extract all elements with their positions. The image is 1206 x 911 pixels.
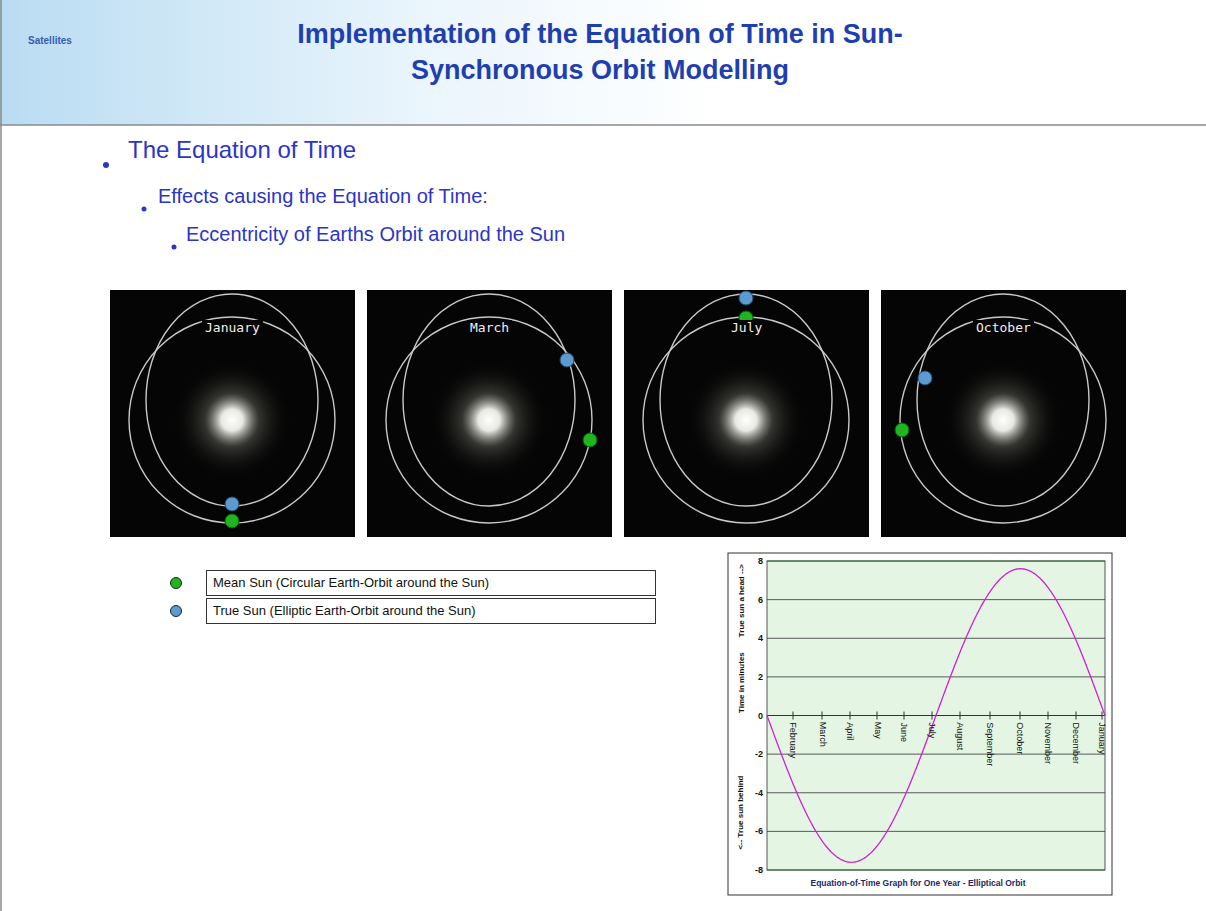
axis-tick-label: -4 <box>755 788 763 798</box>
circular-orbit <box>643 317 849 523</box>
header-rule <box>0 124 1206 126</box>
circular-orbit <box>386 317 592 523</box>
month-label: August <box>955 722 965 750</box>
elliptic-orbit <box>660 294 832 506</box>
elliptic-orbit <box>403 294 575 506</box>
plot-area <box>767 561 1105 870</box>
month-caption: January <box>202 320 263 335</box>
elliptic-orbit <box>146 294 318 506</box>
bullet <box>142 207 147 212</box>
tick-mark <box>932 712 933 720</box>
grid-line <box>767 754 1105 755</box>
true-sun-dot <box>225 497 239 511</box>
orbit-panel: January <box>110 290 355 537</box>
grid-line <box>767 831 1105 832</box>
grid-line <box>767 676 1105 677</box>
equation-of-time-chart <box>728 553 1112 895</box>
axis-title: Time in minutes <box>736 652 745 713</box>
month-caption: March <box>467 320 512 335</box>
month-caption: July <box>728 320 765 335</box>
month-caption: October <box>973 320 1034 335</box>
sun-glow <box>172 360 292 480</box>
bullet-text: Eccentricity of Earths Orbit around the … <box>186 223 565 246</box>
orbit-panel: October <box>881 290 1126 537</box>
orbit-panel: July <box>624 290 869 537</box>
month-label: November <box>1043 722 1053 764</box>
tick-mark <box>793 712 794 720</box>
legend-swatch <box>171 606 182 617</box>
legend-swatch <box>171 578 182 589</box>
grid-line <box>767 638 1105 639</box>
bullet-text: Effects causing the Equation of Time: <box>158 185 488 208</box>
tick-mark <box>1048 712 1049 720</box>
sun-glow <box>429 360 549 480</box>
axis-tick-label: 0 <box>758 711 763 721</box>
month-label: March <box>817 722 827 747</box>
tick-mark <box>1076 712 1077 720</box>
mean-sun-dot <box>895 423 909 437</box>
slide-title: Implementation of the Equation of Time i… <box>250 16 950 88</box>
month-label: January <box>1097 722 1107 754</box>
axis-tick-label: -8 <box>755 865 763 875</box>
tick-mark <box>960 712 961 720</box>
slide-border <box>0 0 2 911</box>
axis-title: True sun a head --> <box>736 564 745 637</box>
month-label: July <box>927 722 937 738</box>
grid-line <box>767 870 1105 871</box>
true-sun-dot <box>918 371 932 385</box>
month-label: May <box>872 722 882 739</box>
month-label: September <box>985 722 995 766</box>
tick-mark <box>877 712 878 720</box>
legend-swatches <box>171 578 182 617</box>
chart-title: Equation-of-Time Graph for One Year - El… <box>811 879 1026 889</box>
bullet <box>172 245 177 250</box>
month-label: April <box>845 722 855 740</box>
axis-tick-label: 2 <box>758 672 763 682</box>
section-tag: Satellites <box>28 35 72 47</box>
equation-of-time-curve <box>767 569 1105 863</box>
bullet-text: The Equation of Time <box>128 136 356 164</box>
axis-tick-label: 8 <box>758 556 763 566</box>
tick-mark <box>850 712 851 720</box>
tick-mark <box>990 712 991 720</box>
header-band <box>0 0 1206 125</box>
month-label: October <box>1015 722 1025 754</box>
legend-label: Mean Sun (Circular Earth-Orbit around th… <box>206 570 656 596</box>
month-label: February <box>788 722 798 758</box>
mean-sun-dot <box>225 514 239 528</box>
true-sun-dot <box>560 353 574 367</box>
month-label: December <box>1071 722 1081 764</box>
bullet <box>103 162 109 168</box>
legend-label: True Sun (Elliptic Earth-Orbit around th… <box>206 598 656 624</box>
axis-title: <-- True sun behind <box>736 775 745 849</box>
mean-sun-dot <box>583 433 597 447</box>
axis-tick-label: -2 <box>755 749 763 759</box>
grid-line <box>767 561 1105 562</box>
grid-line <box>767 792 1105 793</box>
circular-orbit <box>900 317 1106 523</box>
elliptic-orbit <box>917 294 1089 506</box>
tick-mark <box>1020 712 1021 720</box>
axis-tick-label: -6 <box>755 826 763 836</box>
circular-orbit <box>129 317 335 523</box>
month-label: June <box>899 722 909 742</box>
true-sun-dot <box>739 291 753 305</box>
tick-mark <box>904 712 905 720</box>
grid-line <box>767 599 1105 600</box>
axis-tick-label: 6 <box>758 595 763 605</box>
orbit-panel: March <box>367 290 612 537</box>
tick-mark <box>822 712 823 720</box>
sun-glow <box>686 360 806 480</box>
axis-tick-label: 4 <box>758 633 763 643</box>
sun-glow <box>943 360 1063 480</box>
chart-frame <box>728 553 1112 895</box>
tick-mark <box>1102 712 1103 720</box>
